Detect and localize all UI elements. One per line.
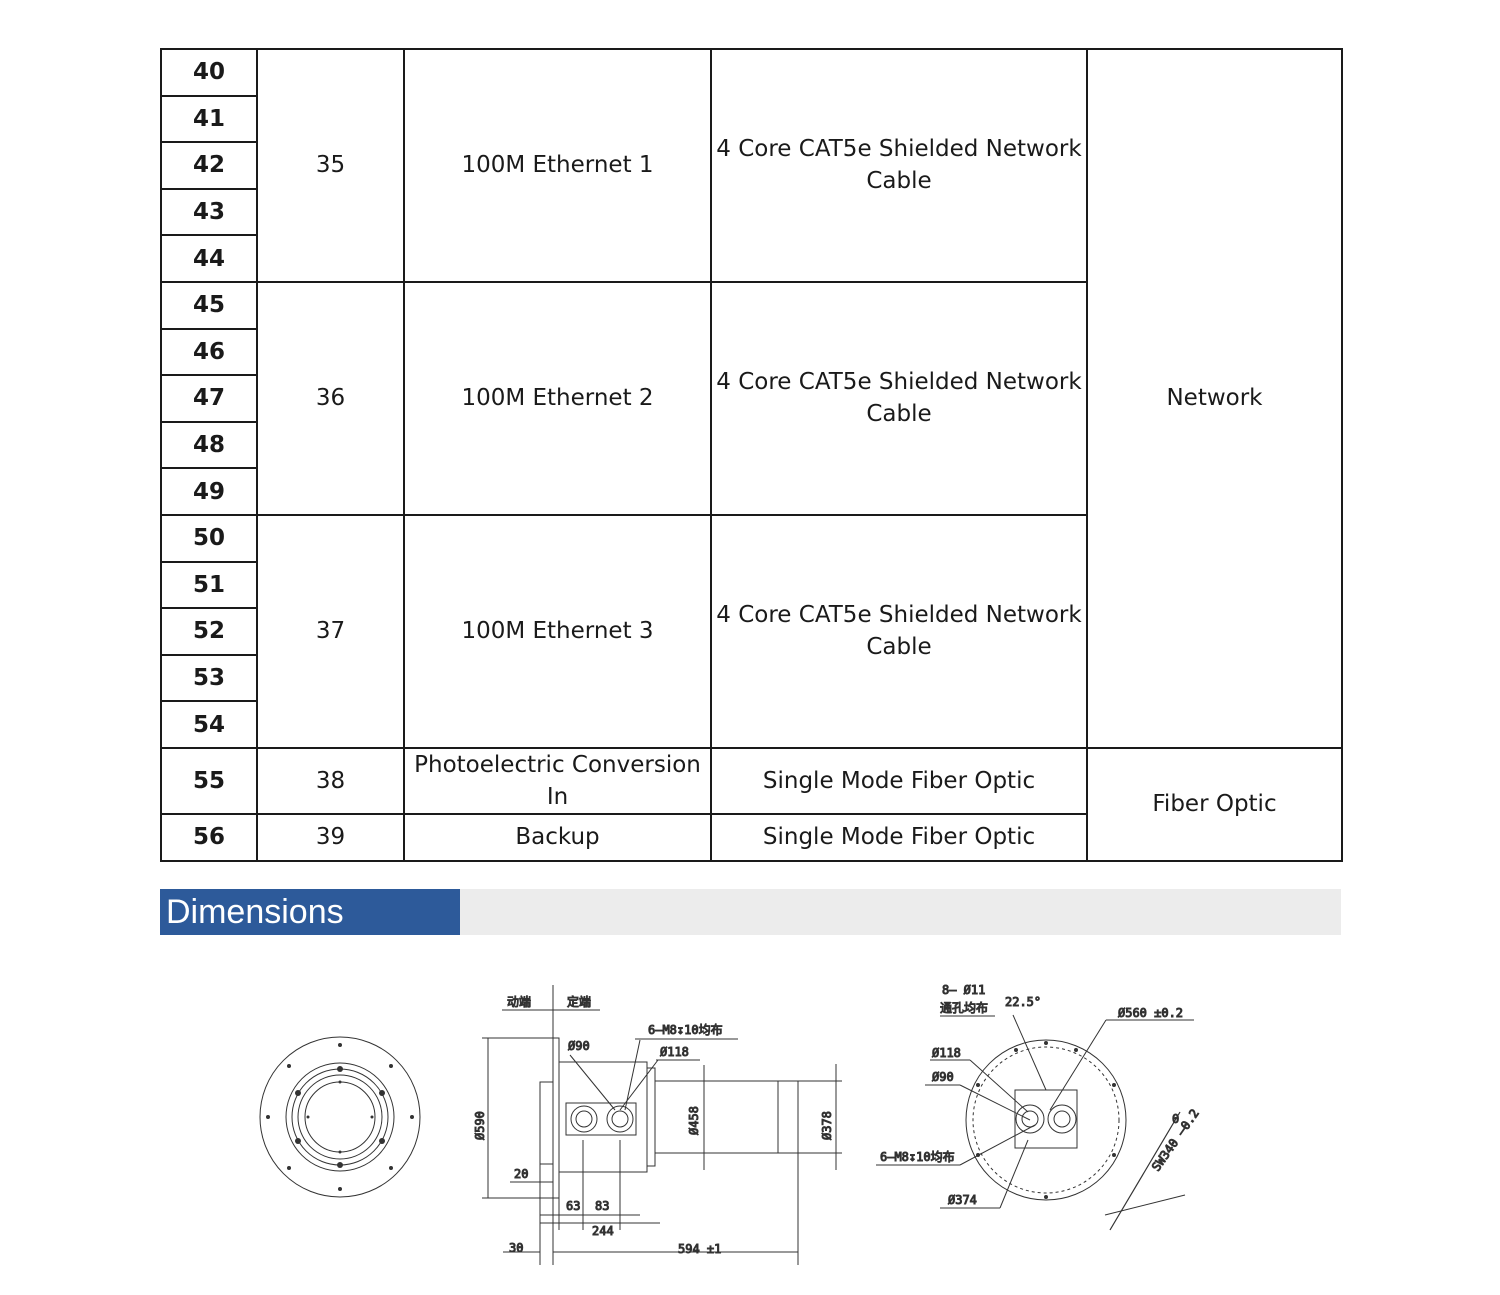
signal-cell: Photoelectric Conversion In [403, 746, 712, 815]
signal-cell: 100M Ethernet 1 [403, 48, 712, 283]
side-view [482, 985, 842, 1265]
dim-side-d590: Ø590 [473, 1111, 487, 1140]
dim-side-20: 20 [514, 1167, 528, 1181]
dim-side-594: 594 ±1 [678, 1242, 721, 1256]
channel-no-cell: 36 [256, 280, 405, 516]
cable-line: Cable [866, 401, 932, 428]
dimension-drawing: 动端 定端 Ø90 6–M8↧10均布 Ø118 Ø590 Ø458 Ø378 … [259, 983, 1202, 1265]
channel-spec-table: 40 35 100M Ethernet 1 4 Core CAT5e Shiel… [160, 48, 1343, 862]
flange-face-view [259, 1036, 421, 1198]
dim-side-30: 30 [509, 1241, 523, 1255]
dim-side-d378: Ø378 [820, 1111, 834, 1140]
end-view [876, 1014, 1194, 1231]
dim-side-m8: 6–M8↧10均布 [648, 1023, 723, 1037]
pin-cell: 56 [160, 812, 258, 862]
signal-cell: 100M Ethernet 2 [403, 280, 712, 516]
dim-end-d90: Ø90 [932, 1070, 954, 1084]
dim-end-angle: 22.5° [1005, 995, 1041, 1009]
dim-side-244: 244 [592, 1224, 614, 1238]
pin-cell: 54 [160, 700, 258, 749]
pin-cell: 44 [160, 234, 258, 283]
pin-cell: 49 [160, 467, 258, 516]
pin-cell: 45 [160, 280, 258, 330]
dim-end-d560: Ø560 ±0.2 [1118, 1006, 1183, 1020]
cable-line: 4 Core CAT5e Shielded Network [716, 136, 1082, 163]
pin-cell: 47 [160, 374, 258, 423]
signal-cell: 100M Ethernet 3 [403, 513, 712, 749]
pin-cell: 48 [160, 420, 258, 470]
type-cell-network: Network [1086, 48, 1343, 749]
pin-cell: 43 [160, 187, 258, 237]
pin-cell: 55 [160, 746, 258, 815]
dim-end-m8: 6–M8↧10均布 [880, 1150, 955, 1164]
type-cell-fiber: Fiber Optic [1086, 746, 1343, 862]
dim-end-d118: Ø118 [932, 1046, 961, 1060]
cable-line: Cable [866, 634, 932, 661]
dim-side-d90: Ø90 [568, 1039, 590, 1053]
pin-cell: 40 [160, 48, 258, 97]
dim-side-d118: Ø118 [660, 1045, 689, 1059]
pin-cell: 53 [160, 653, 258, 703]
cable-line: 4 Core CAT5e Shielded Network [716, 369, 1082, 396]
cable-cell: Single Mode Fiber Optic [710, 812, 1088, 862]
dim-end-d374: Ø374 [948, 1193, 977, 1207]
pin-cell: 42 [160, 141, 258, 190]
signal-cell: Backup [403, 812, 712, 862]
cable-cell: Single Mode Fiber Optic [710, 746, 1088, 815]
cable-line: 4 Core CAT5e Shielded Network [716, 602, 1082, 629]
channel-no-cell: 38 [256, 746, 405, 815]
rotor-side-label: 动端 [507, 995, 531, 1009]
dim-side-63: 63 [566, 1199, 580, 1213]
pin-cell: 50 [160, 513, 258, 563]
pin-cell: 51 [160, 560, 258, 610]
dim-end-holes-1: 8– Ø11 [942, 983, 985, 997]
channel-no-cell: 37 [256, 513, 405, 749]
section-header-bar: Dimensions [160, 889, 1341, 935]
channel-no-cell: 35 [256, 48, 405, 283]
stator-side-label: 定端 [567, 994, 591, 1009]
dim-side-83: 83 [595, 1199, 609, 1213]
section-title: Dimensions [160, 889, 460, 935]
pin-cell: 41 [160, 94, 258, 144]
dim-side-d458: Ø458 [687, 1106, 701, 1135]
cable-line: Cable [866, 168, 932, 195]
dim-end-sw-upper: 0 [1172, 1112, 1179, 1126]
dim-end-holes-2: 通孔均布 [940, 1001, 988, 1015]
pin-cell: 46 [160, 327, 258, 377]
channel-no-cell: 39 [256, 812, 405, 862]
pin-cell: 52 [160, 607, 258, 656]
